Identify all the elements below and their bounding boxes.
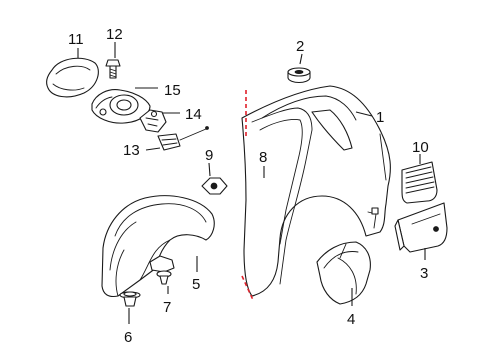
callout-1: 1 bbox=[376, 109, 384, 126]
callout-10: 10 bbox=[412, 139, 429, 156]
grommet-part bbox=[287, 67, 311, 84]
inner-panel-part bbox=[316, 241, 371, 305]
clip-nut-part bbox=[201, 177, 228, 195]
push-pin-part bbox=[149, 255, 175, 285]
callout-7: 7 bbox=[163, 299, 171, 316]
callout-4: 4 bbox=[347, 311, 355, 328]
section-cut-line bbox=[241, 275, 254, 301]
vent-part bbox=[401, 161, 438, 204]
callout-5: 5 bbox=[192, 276, 200, 293]
callout-3: 3 bbox=[420, 265, 428, 282]
lock-actuator-part bbox=[139, 109, 167, 133]
wheelhouse-liner-part bbox=[101, 195, 215, 298]
callout-13: 13 bbox=[123, 142, 140, 159]
callout-15: 15 bbox=[164, 82, 181, 99]
callout-6: 6 bbox=[124, 329, 132, 346]
callout-8: 8 bbox=[259, 149, 267, 166]
callout-2: 2 bbox=[296, 38, 304, 55]
leader-lines bbox=[77, 42, 426, 324]
callout-12: 12 bbox=[106, 26, 123, 43]
fuel-door-part bbox=[46, 57, 99, 98]
callout-9: 9 bbox=[205, 147, 213, 164]
screw-part bbox=[105, 59, 121, 79]
callout-14: 14 bbox=[185, 106, 202, 123]
release-cable-part bbox=[157, 126, 209, 151]
callout-11: 11 bbox=[68, 31, 84, 48]
quarter-panel-part bbox=[241, 85, 391, 297]
push-clip-part bbox=[119, 291, 141, 307]
bracket-part bbox=[394, 202, 448, 253]
filler-housing-part bbox=[91, 89, 151, 124]
